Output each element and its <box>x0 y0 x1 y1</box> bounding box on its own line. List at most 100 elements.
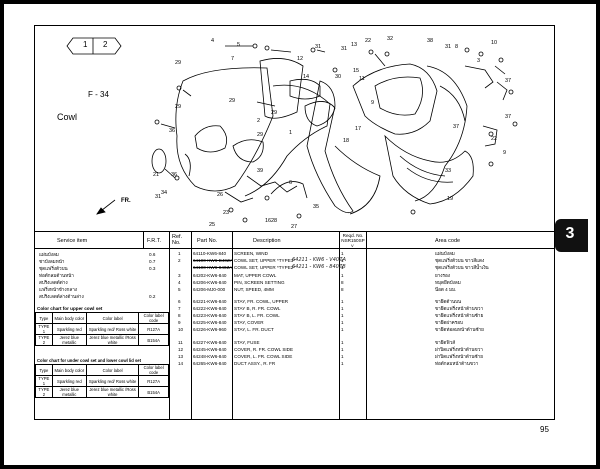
part-part: 64227-KW6-840 <box>193 340 227 345</box>
part-ref: 8 <box>178 313 181 318</box>
service-item-frt: 0.2 <box>149 294 156 299</box>
callout-number: 37 <box>505 114 512 120</box>
header-reqd-no: Reqd. No. NSR150SP <box>341 233 365 243</box>
color-chart-column: Type <box>35 364 53 376</box>
callout-number: 25 <box>209 222 216 228</box>
callout-number: 5 <box>237 42 241 48</box>
part-qty: 8 <box>341 287 344 292</box>
part-part: 64206-KW6-840 <box>193 280 227 285</box>
part-area: ชุดแฟริ่งตัวบน ขาวสีแดง <box>435 258 485 263</box>
callout-number: 22 <box>365 38 372 44</box>
service-item-name: ชุดแฟริ่งตัวบน <box>39 266 68 271</box>
part-desc: PIN, SCREEN SETTING <box>234 280 285 285</box>
part-ref: 2 <box>178 258 181 263</box>
part-part: 64265-KW6-840 <box>193 361 227 366</box>
part-qty: 1 <box>341 306 344 311</box>
part-area: ยางรอง <box>435 273 450 278</box>
callout-number: 22 <box>491 136 498 142</box>
color-chart-cell: R127A <box>138 323 169 335</box>
part-area: ท่อดักลมหน้าด้านขวา <box>435 361 479 366</box>
upper-cowl-shape <box>175 67 274 192</box>
part-desc: COVER, L. FR. COWL SIDE <box>234 354 293 359</box>
color-chart-cell: TYPE 1 <box>35 323 53 335</box>
part-ref: 11 <box>178 340 183 345</box>
part-desc: STAY, COVER <box>234 320 264 325</box>
service-item-frt: 0.3 <box>149 266 156 271</box>
part-ref: 5 <box>178 287 181 292</box>
part-ref: 4 <box>178 280 181 285</box>
part-ref: 12 <box>178 347 184 352</box>
mirror-shape <box>151 148 167 174</box>
part-area: ขายึดด้านบน <box>435 299 462 304</box>
part-desc: SCREEN, WIND <box>234 251 268 256</box>
part-part: 64100-KW6-840ZA <box>193 265 233 270</box>
callout-number: 3 <box>477 58 481 64</box>
watermark: [850x638] https://uplc.me/ <box>412 452 553 462</box>
part-qty: 1 <box>341 340 344 345</box>
part-part: 64245-KW6-840 <box>193 347 227 352</box>
color-chart-cell: Sparkling red <box>51 323 87 335</box>
header-description: Description <box>253 238 281 244</box>
callout-number: 37 <box>453 124 460 130</box>
color-chart-lower-title: Color chart for under cowl set and lower… <box>37 358 142 363</box>
color-chart-cell: Sparkling red/ Ross white <box>85 323 140 335</box>
part-ref: 10 <box>178 327 184 332</box>
callout-number: 15 <box>353 68 360 74</box>
callout-number: 11 <box>359 76 365 82</box>
part-qty: 8 <box>341 280 344 285</box>
part-qty: 1 <box>341 313 344 318</box>
color-chart-column: Main body color <box>51 364 87 376</box>
callout-number: 39 <box>257 168 264 174</box>
table-header <box>35 232 554 249</box>
service-item-name: ท่อดักลมด้านหน้า <box>39 273 74 278</box>
part-ref: 9 <box>178 320 181 325</box>
page-number: 95 <box>540 425 549 434</box>
section-tab-left: 1 <box>83 40 88 49</box>
header-area-code: Area code <box>435 238 461 244</box>
part-part: 64100-KW6-B40ZA <box>193 258 233 263</box>
callout-number: 27 <box>291 224 298 230</box>
callout-number: 14 <box>303 74 310 80</box>
color-chart-column: Color label <box>85 364 140 376</box>
part-desc: STAY, L. FR. DUCT <box>234 327 274 332</box>
service-item-name: แฟริ่งหน้าข้างกลาง <box>39 287 78 292</box>
part-area: น๊อต 4 มม. <box>435 287 457 292</box>
part-part: 64110-KW6-840 <box>193 251 227 256</box>
header-part-no: Part No. <box>197 238 218 244</box>
part-area: ขายึดแฟริ่งหน้าด้านขวา <box>435 306 484 311</box>
part-desc: STAY, FUSE <box>234 340 260 345</box>
part-part: 64222-KW6-840 <box>193 306 227 311</box>
figure-title: Cowl <box>57 112 78 122</box>
callout-number: 30 <box>335 74 342 80</box>
callout-number: 29 <box>175 60 182 66</box>
service-item-name: แผ่นบังลม <box>39 252 59 257</box>
part-desc: STAY B, L. FR. COWL <box>234 313 280 318</box>
callout-number: 31 <box>315 44 322 50</box>
callout-number: 36 <box>169 128 176 134</box>
color-chart-upper-title: Color chart for upper cowl set <box>37 306 103 311</box>
windscreen-shape <box>259 58 304 119</box>
part-part: 64223-KW6-840 <box>193 313 227 318</box>
part-area: หมุดยึดบังลม <box>435 280 461 285</box>
callout-number: 29 <box>229 98 236 104</box>
color-chart-cell: B154A <box>138 334 169 346</box>
part-part: 64248-KW6-840 <box>193 354 227 359</box>
color-chart-cell: Jerez blue metallic /Ross white <box>85 386 140 398</box>
callout-number: 29 <box>175 104 182 110</box>
callout-number: 10 <box>491 40 498 46</box>
callout-number: 7 <box>231 56 235 62</box>
part-ref: 3 <box>178 273 181 278</box>
color-chart-cell: B154A <box>138 386 169 398</box>
